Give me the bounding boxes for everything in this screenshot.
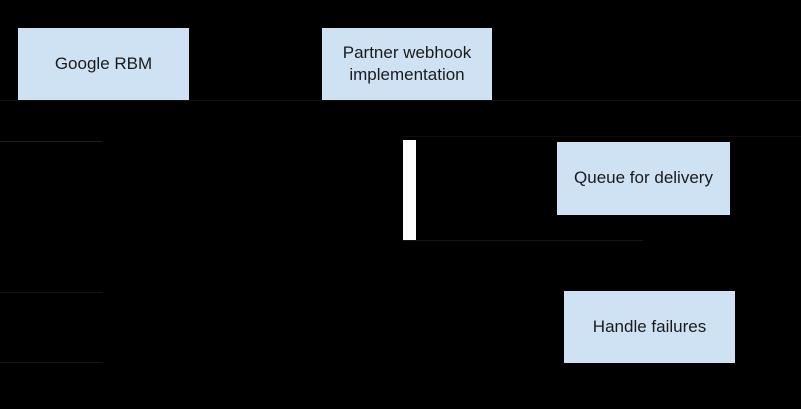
connector-line [0,141,102,142]
row-divider-line [0,100,801,101]
activation-bar [403,140,416,240]
note-box-handle-failures: Handle failures [564,291,735,363]
connector-line [403,136,801,137]
connector-line [403,240,643,241]
participant-box-google-rbm: Google RBM [18,28,189,100]
connector-line [0,362,103,363]
participant-box-partner-webhook: Partner webhook implementation [322,28,492,100]
connector-line [0,292,103,293]
note-box-queue-for-delivery: Queue for delivery [557,142,730,215]
